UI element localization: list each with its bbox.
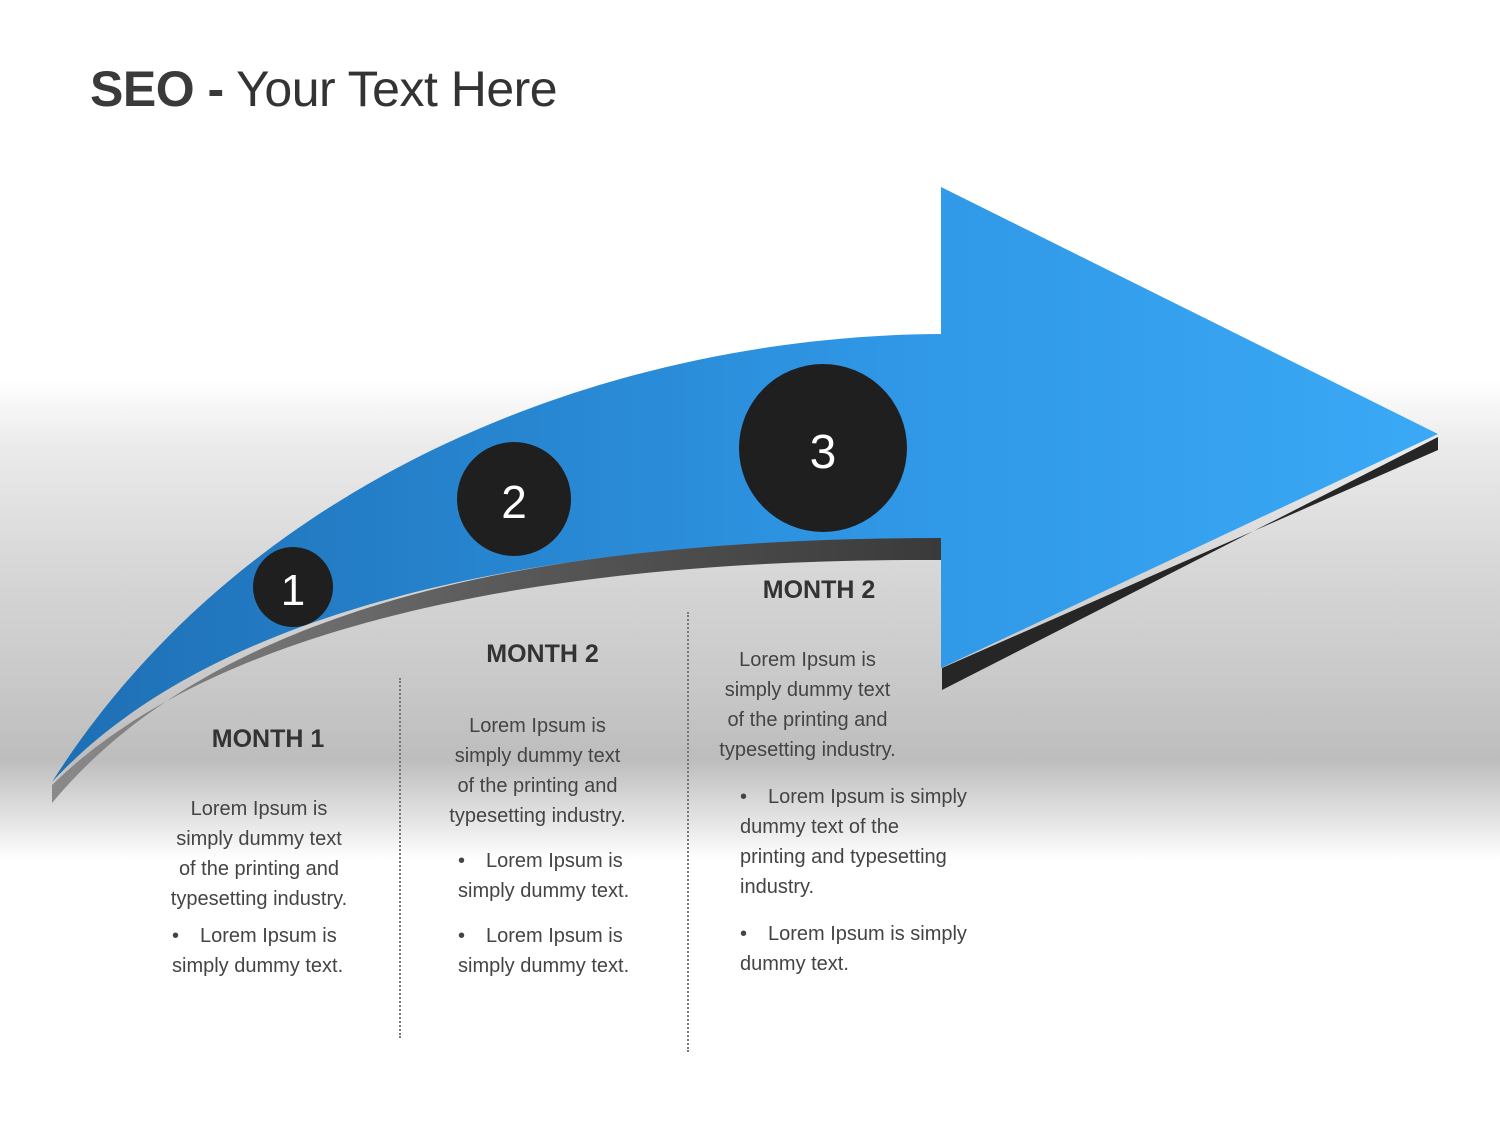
step-1: 1 <box>253 547 333 627</box>
month-2-column: MONTH 2 Lorem Ipsum is simply dummy text… <box>430 640 675 981</box>
page-title: SEO - Your Text Here <box>90 60 558 118</box>
step-3-circle <box>739 364 907 532</box>
step-1-number: 1 <box>281 566 305 615</box>
column-divider-1 <box>399 678 401 1038</box>
bullet-icon: • <box>458 850 466 872</box>
bullet-icon: • <box>740 786 748 808</box>
arrow-body-shadow <box>52 537 942 803</box>
month-3-heading: MONTH 2 <box>762 576 876 604</box>
arrow-body <box>52 334 942 782</box>
month-3-column: MONTH 2 Lorem Ipsum is simply dummy text… <box>700 576 1000 979</box>
title-rest: Your Text Here <box>223 61 558 117</box>
month-3-paragraph: Lorem Ipsum is simply dummy text of the … <box>719 649 896 761</box>
arrowhead <box>941 187 1438 668</box>
step-3: 3 <box>739 364 907 532</box>
step-3-number: 3 <box>810 426 837 479</box>
month-1-paragraph: Lorem Ipsum is simply dummy text of the … <box>170 798 348 910</box>
step-2: 2 <box>457 442 571 556</box>
bullet-icon: • <box>172 925 180 947</box>
arrowhead-shadow <box>942 437 1438 690</box>
month-2-heading: MONTH 2 <box>486 640 599 668</box>
title-strong: SEO - <box>90 61 224 117</box>
step-1-circle <box>253 547 333 627</box>
column-divider-2 <box>687 612 689 1052</box>
step-2-circle <box>457 442 571 556</box>
bullet-icon: • <box>458 925 466 947</box>
month-1-heading: MONTH 1 <box>211 725 325 753</box>
month-2-paragraph: Lorem Ipsum is simply dummy text of the … <box>449 715 626 827</box>
bullet-icon: • <box>740 923 748 945</box>
step-2-number: 2 <box>501 476 527 528</box>
month-1-column: MONTH 1 Lorem Ipsum is simply dummy text… <box>150 725 390 981</box>
